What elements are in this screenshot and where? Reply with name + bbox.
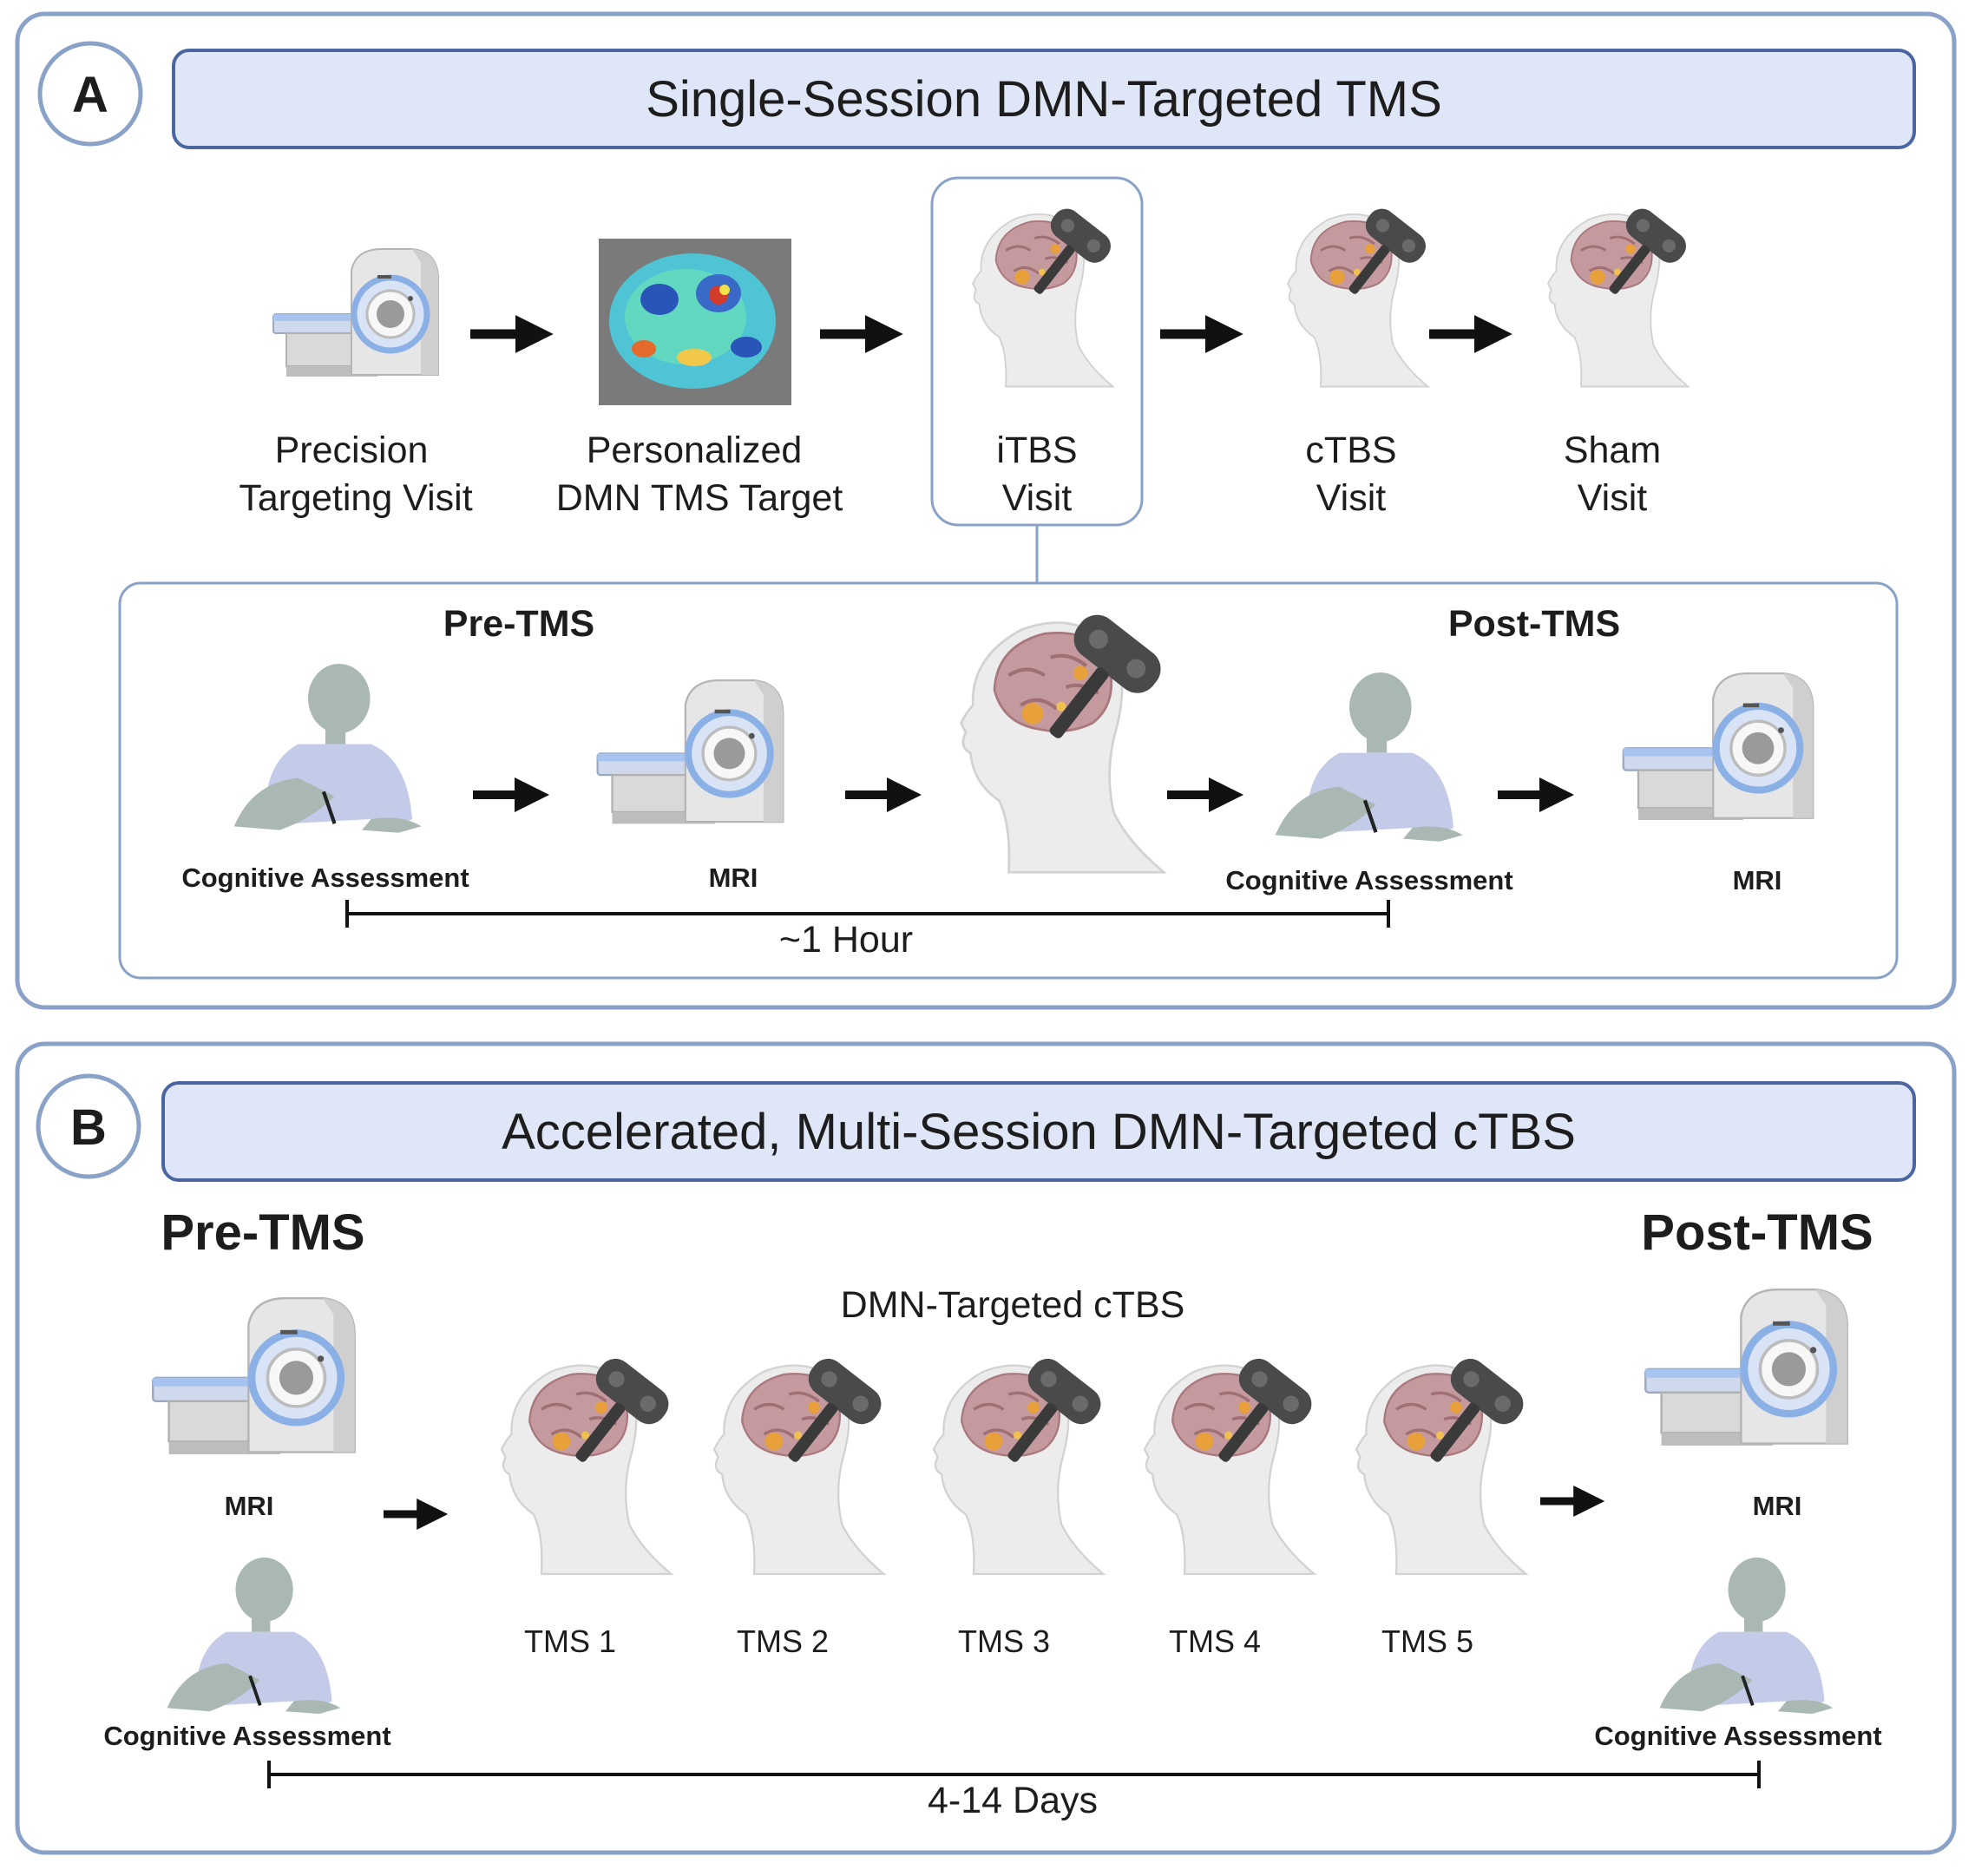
detail-item-label: Cognitive Assessment: [1225, 865, 1512, 895]
tms-session-label: TMS 1: [524, 1623, 616, 1659]
panel-b-post-item-label: Cognitive Assessment: [1594, 1721, 1881, 1751]
panel-a: A Single-Session DMN-Targeted TMS Precis…: [15, 11, 1957, 1010]
tms-session-label: TMS 3: [958, 1623, 1050, 1659]
detail-item-label: MRI: [1733, 865, 1782, 895]
panel-b-letter: B: [70, 1099, 107, 1156]
step-label-line2: Visit: [1316, 477, 1387, 519]
panel-b-title: Accelerated, Multi-Session DMN-Targeted …: [502, 1104, 1576, 1160]
panel-b-title-box: [161, 1081, 1916, 1182]
tms-session-label: TMS 2: [737, 1623, 829, 1659]
detail-post-tms-label: Post-TMS: [1448, 603, 1620, 645]
panel-a-title: Single-Session DMN-Targeted TMS: [646, 71, 1442, 128]
panel-b: B Accelerated, Multi-Session DMN-Targete…: [15, 1041, 1957, 1855]
panel-b-duration-bracket: [267, 1761, 1761, 1788]
panel-b-pre-tms-label: Pre-TMS: [161, 1204, 364, 1261]
step-label-line1: cTBS: [1305, 430, 1396, 471]
tms-session-label: TMS 4: [1169, 1623, 1261, 1659]
step-label-line1: Precision: [275, 430, 429, 471]
panel-a-letter-circle: [37, 41, 143, 147]
panel-b-post-item-label: MRI: [1753, 1491, 1802, 1521]
step-label-line1: iTBS: [996, 430, 1077, 471]
detail-duration-label: ~1 Hour: [779, 919, 913, 961]
detail-item-label: MRI: [709, 863, 758, 893]
panel-b-middle-title: DMN-Targeted cTBS: [841, 1284, 1185, 1326]
step-label-line2: DMN TMS Target: [556, 477, 843, 519]
duration-bracket: [345, 900, 1390, 928]
panel-b-duration-label: 4-14 Days: [928, 1780, 1098, 1821]
panel-b-letter-circle: [36, 1073, 141, 1179]
panel-a-title-box: [172, 49, 1916, 149]
step-label-line2: Targeting Visit: [239, 477, 472, 519]
dmn-target-map-image: [599, 239, 791, 405]
panel-b-post-tms-label: Post-TMS: [1641, 1204, 1873, 1261]
detail-pre-tms-label: Pre-TMS: [443, 603, 594, 645]
tms-session-label: TMS 5: [1381, 1623, 1473, 1659]
panel-b-pre-item-label: Cognitive Assessment: [103, 1721, 390, 1751]
step-label-line1: Sham: [1564, 430, 1661, 471]
step-label-line2: Visit: [1002, 477, 1073, 519]
step-label-line2: Visit: [1578, 477, 1648, 519]
detail-item-label: Cognitive Assessment: [181, 863, 469, 893]
step-label-line1: Personalized: [587, 430, 803, 471]
panel-b-pre-item-label: MRI: [225, 1491, 274, 1521]
panel-a-letter: A: [72, 67, 108, 123]
